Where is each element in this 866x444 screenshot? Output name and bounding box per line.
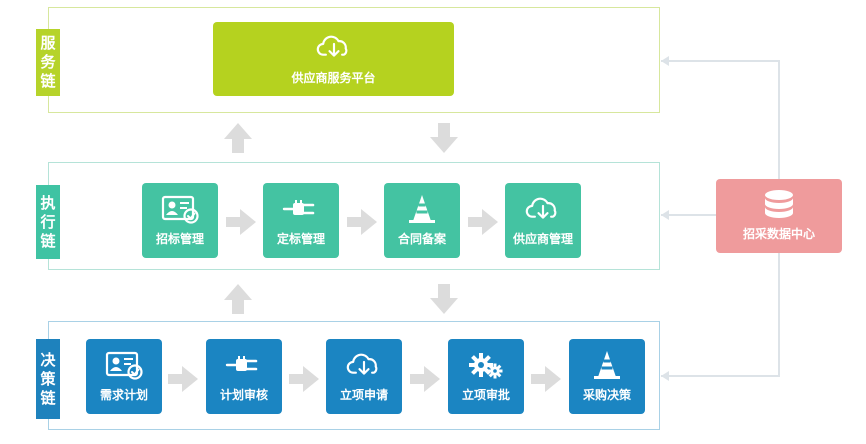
plug-icon xyxy=(281,194,321,224)
cone-icon xyxy=(402,194,442,224)
arrow-down-icon xyxy=(430,284,458,314)
execution-chain-tag: 执 行 链 xyxy=(36,185,60,259)
project-approval-node[interactable]: 立项审批 xyxy=(448,339,524,414)
arrow-right-icon xyxy=(410,366,440,392)
arrow-down-icon xyxy=(430,123,458,153)
connector-bottom-vertical xyxy=(778,253,780,377)
demand-plan-node[interactable]: 需求计划 xyxy=(86,339,162,414)
execution-chain-char-1: 执 xyxy=(40,193,56,212)
project-approval-label: 立项审批 xyxy=(461,388,510,402)
award-management-node[interactable]: 定标管理 xyxy=(263,183,339,258)
award-management-label: 定标管理 xyxy=(276,232,325,246)
plan-review-node[interactable]: 计划审核 xyxy=(206,339,282,414)
decision-chain-char-2: 策 xyxy=(40,369,56,388)
connector-arrowhead-mid xyxy=(661,210,669,220)
id-card-check-icon xyxy=(104,350,144,380)
service-chain-char-3: 链 xyxy=(40,72,56,90)
connector-bottom-horizontal xyxy=(661,375,780,377)
supplier-management-label: 供应商管理 xyxy=(512,232,573,246)
tender-management-node[interactable]: 招标管理 xyxy=(142,183,218,258)
connector-arrowhead-top xyxy=(661,56,669,66)
service-chain-char-1: 服 xyxy=(40,34,56,52)
database-icon xyxy=(759,191,799,221)
arrow-right-icon xyxy=(289,366,319,392)
execution-chain-char-2: 行 xyxy=(40,212,56,231)
contract-filing-node[interactable]: 合同备案 xyxy=(384,183,460,258)
connector-top-horizontal xyxy=(661,60,779,62)
service-chain-tag: 服 务 链 xyxy=(36,29,60,96)
execution-chain-char-3: 链 xyxy=(40,231,56,250)
gears-icon xyxy=(466,350,506,380)
arrow-right-icon xyxy=(226,209,256,235)
arrow-right-icon xyxy=(168,366,198,392)
cloud-download-icon xyxy=(314,33,354,63)
decision-chain-char-1: 决 xyxy=(40,350,56,369)
procurement-decision-label: 采购决策 xyxy=(582,388,631,402)
procurement-decision-node[interactable]: 采购决策 xyxy=(569,339,645,414)
supplier-management-node[interactable]: 供应商管理 xyxy=(505,183,581,258)
arrow-up-icon xyxy=(224,123,252,153)
project-application-node[interactable]: 立项申请 xyxy=(326,339,402,414)
cone-icon xyxy=(587,350,627,380)
contract-filing-label: 合同备案 xyxy=(397,232,446,246)
decision-chain-tag: 决 策 链 xyxy=(36,339,60,419)
arrow-up-icon xyxy=(224,284,252,314)
supplier-platform-node[interactable]: 供应商服务平台 xyxy=(213,22,454,96)
connector-mid-horizontal xyxy=(661,214,717,216)
arrow-right-icon xyxy=(347,209,377,235)
id-card-check-icon xyxy=(160,194,200,224)
connector-top-vertical xyxy=(778,60,780,180)
project-application-label: 立项申请 xyxy=(339,388,388,402)
arrow-right-icon xyxy=(468,209,498,235)
arrow-right-icon xyxy=(531,366,561,392)
plan-review-label: 计划审核 xyxy=(219,388,268,402)
connector-arrowhead-bottom xyxy=(661,371,669,381)
cloud-download-icon xyxy=(523,194,563,224)
cloud-download-icon xyxy=(344,350,384,380)
demand-plan-label: 需求计划 xyxy=(99,388,148,402)
procurement-data-center-label: 招采数据中心 xyxy=(742,226,815,241)
plug-icon xyxy=(224,350,264,380)
service-chain-char-2: 务 xyxy=(40,53,56,71)
supplier-platform-label: 供应商服务平台 xyxy=(291,70,376,85)
tender-management-label: 招标管理 xyxy=(155,232,204,246)
decision-chain-char-3: 链 xyxy=(40,388,56,407)
procurement-data-center-node[interactable]: 招采数据中心 xyxy=(716,179,842,253)
